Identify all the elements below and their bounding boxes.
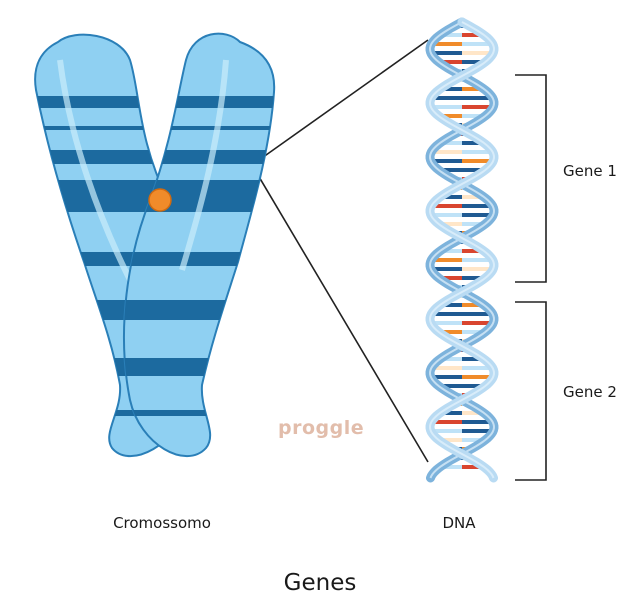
- chromosome-label: Cromossomo: [113, 514, 211, 532]
- centromere-dot: [149, 189, 171, 211]
- gene-1-bracket: [515, 75, 546, 282]
- chromosome: [20, 34, 300, 456]
- diagram-title: Genes: [284, 570, 357, 596]
- watermark-logo: proggle: [278, 417, 364, 439]
- dna-label: DNA: [442, 514, 476, 532]
- connector-line-top: [252, 40, 428, 165]
- gene-1-label: Gene 1: [563, 162, 617, 180]
- gene-2-bracket: [515, 302, 546, 480]
- gene-2-label: Gene 2: [563, 383, 617, 401]
- dna-double-helix: [430, 22, 494, 478]
